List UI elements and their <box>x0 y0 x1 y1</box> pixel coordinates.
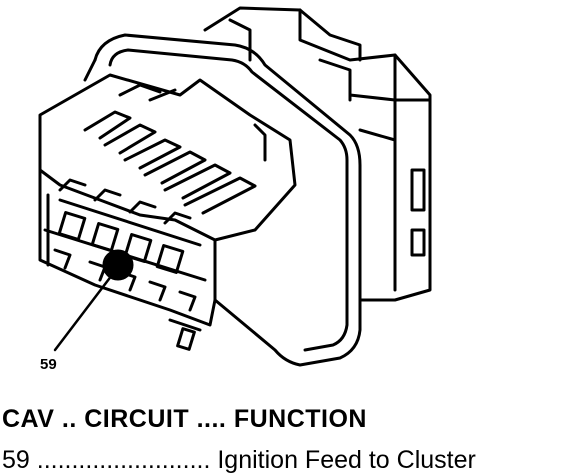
table-header: CAV .. CIRCUIT .... FUNCTION <box>2 405 367 434</box>
cavity-59-marker <box>53 249 134 352</box>
connector-latch-comb <box>38 73 297 242</box>
header-function: FUNCTION <box>233 405 367 433</box>
row-function: Ignition Feed to Cluster <box>217 446 476 474</box>
connector-drawing <box>38 6 432 367</box>
table-row: 59 ......................... Ignition Fe… <box>2 446 476 475</box>
header-circuit: CIRCUIT <box>84 405 190 433</box>
header-cav: CAV <box>2 405 55 433</box>
connector-rear-housing <box>203 6 432 302</box>
callout-label-59: 59 <box>40 356 57 373</box>
connector-flange <box>83 33 362 367</box>
header-separator-1: .. <box>54 405 85 433</box>
row-cav: 59 <box>2 446 30 474</box>
row-dots: ......................... <box>29 446 218 474</box>
header-separator-2: .... <box>189 405 234 433</box>
